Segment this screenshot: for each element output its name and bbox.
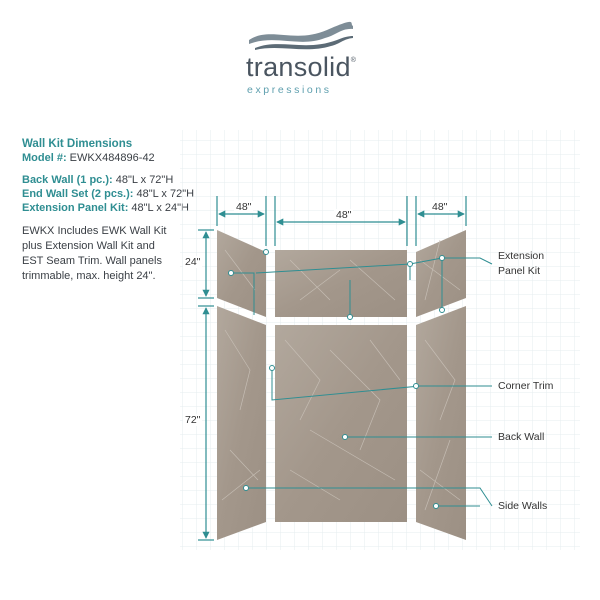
- right-width-label: 48": [430, 201, 450, 213]
- marble-veins: [221, 239, 461, 511]
- spec-extension: Extension Panel Kit: 48"L x 24"H: [22, 201, 189, 215]
- right-side-wall: [416, 306, 466, 540]
- back-wall-panel: [275, 325, 407, 522]
- spec-back-wall: Back Wall (1 pc.): 48"L x 72"H: [22, 173, 173, 187]
- description-line: trimmable, max. height 24".: [22, 270, 156, 282]
- model-value: EWKX484896-42: [66, 152, 155, 164]
- transolid-wave-logo: [249, 21, 353, 50]
- panels: [217, 230, 466, 540]
- end-wall-value: 48"L x 72"H: [133, 188, 195, 200]
- callout-extension-line1: Extension: [498, 250, 545, 262]
- brand-subtitle: expressions: [247, 84, 332, 96]
- spec-end-wall: End Wall Set (2 pcs.): 48"L x 72"H: [22, 187, 194, 201]
- left-side-wall: [217, 306, 266, 540]
- brand-name: transolid®: [246, 52, 356, 83]
- callout-back-wall: Back Wall: [498, 431, 545, 443]
- brand-name-text: transolid: [246, 52, 351, 82]
- callout-leaders: [231, 257, 493, 507]
- main-height-label: 72": [183, 414, 203, 426]
- spec-title: Wall Kit Dimensions: [22, 138, 133, 150]
- center-width-label: 48": [334, 209, 354, 221]
- kit-description: EWKX Includes EWK Wall Kit plus Extensio…: [22, 224, 166, 284]
- extension-label: Extension Panel Kit:: [22, 202, 129, 214]
- top-height-label: 24": [183, 256, 203, 268]
- callout-extension-line2: Panel Kit: [498, 265, 541, 277]
- registered-mark: ®: [350, 57, 357, 64]
- dimension-lines: [198, 196, 467, 541]
- model-label: Model #:: [22, 152, 67, 164]
- callout-dots: [228, 249, 445, 509]
- callout-corner-trim: Corner Trim: [498, 380, 554, 392]
- right-extension-panel: [416, 230, 466, 317]
- description-line: EST Seam Trim. Wall panels: [22, 255, 162, 267]
- extension-value: 48"L x 24"H: [128, 202, 189, 214]
- spec-model: Model #: EWKX484896-42: [22, 151, 155, 165]
- callout-side-walls: Side Walls: [498, 500, 548, 512]
- end-wall-label: End Wall Set (2 pcs.):: [22, 188, 134, 200]
- back-wall-label: Back Wall (1 pc.):: [22, 174, 113, 186]
- description-line: EWKX Includes EWK Wall Kit: [22, 225, 167, 237]
- back-wall-value: 48"L x 72"H: [112, 174, 174, 186]
- callout-extension-panel-kit: Extension Panel Kit: [498, 249, 544, 279]
- left-width-label: 48": [234, 201, 254, 213]
- back-wall-extension-panel: [275, 250, 407, 317]
- description-line: plus Extension Wall Kit and: [22, 240, 155, 252]
